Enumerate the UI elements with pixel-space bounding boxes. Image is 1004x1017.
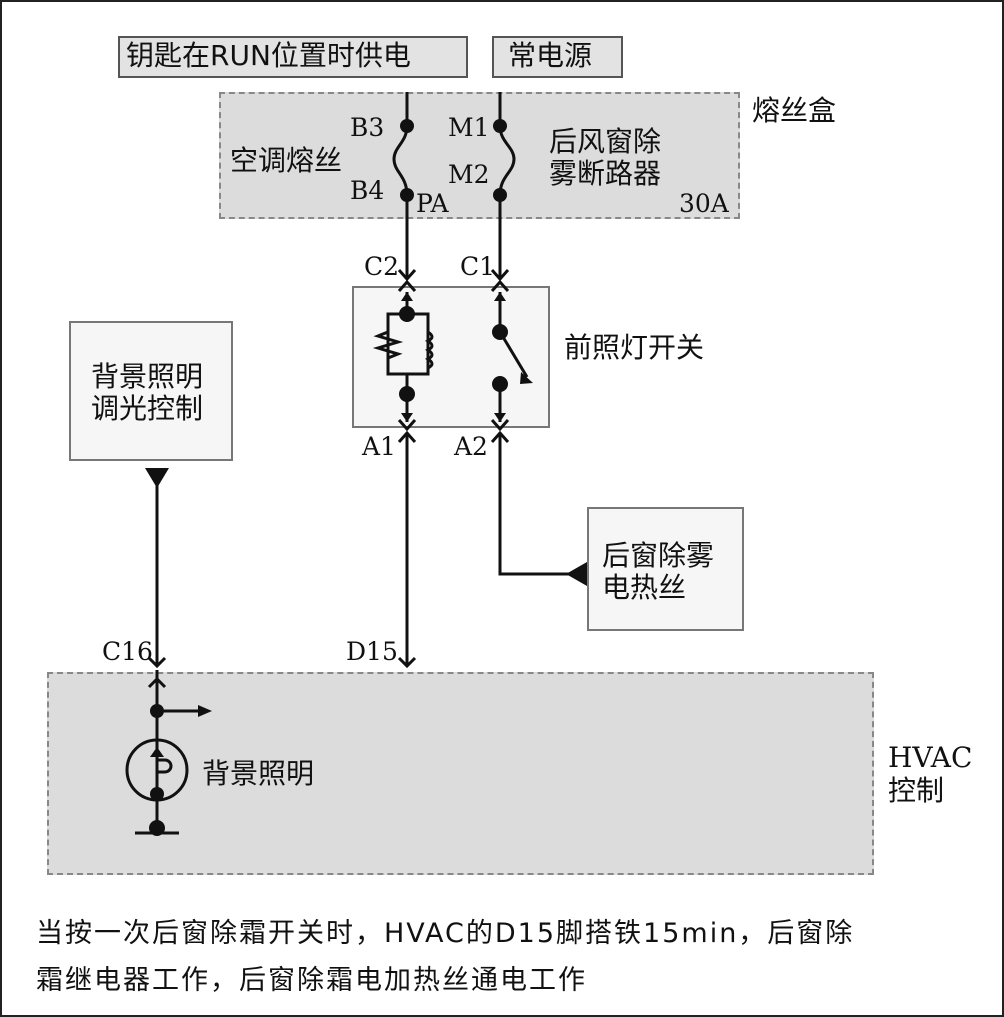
pin-a2: A2 bbox=[454, 432, 488, 461]
hvac-backlight-label: 背景照明 bbox=[202, 757, 315, 790]
hvac-label-1: HVAC bbox=[888, 741, 973, 774]
rear-defog-grid-box bbox=[587, 507, 744, 631]
dot-ground bbox=[149, 820, 165, 836]
defog-grid-input-arrow bbox=[566, 562, 587, 586]
fuse-box bbox=[219, 92, 740, 219]
pin-c16: C16 bbox=[102, 637, 153, 666]
connector-d15 bbox=[397, 656, 417, 669]
battery-label: 常电源 bbox=[508, 39, 593, 72]
connector-a2 bbox=[490, 419, 510, 432]
note-line-2: 霜继电器工作，后窗除霜电加热丝通电工作 bbox=[36, 965, 587, 996]
ac-fuse-label: 空调熔丝 bbox=[230, 144, 343, 177]
dot-switch-right-bottom bbox=[492, 376, 508, 392]
dot-m2 bbox=[493, 188, 507, 202]
note-line-1: 当按一次后窗除霜开关时，HVAC的D15脚搭铁15min，后窗除 bbox=[36, 918, 855, 949]
breaker-symbol bbox=[498, 125, 516, 196]
ac-fuse-symbol bbox=[392, 125, 409, 196]
hvac-label-2: 控制 bbox=[888, 774, 945, 807]
rear-defog-grid-label-2: 电热丝 bbox=[602, 571, 687, 604]
rear-defog-breaker-label-2: 雾断路器 bbox=[549, 157, 662, 190]
run-power-label: 钥匙在RUN位置时供电 bbox=[126, 39, 411, 72]
pin-b4: B4 bbox=[350, 176, 385, 205]
arrow-a2-inside bbox=[494, 413, 506, 422]
pin-pa: PA bbox=[416, 189, 449, 218]
backlight-dimmer-label-1: 背景照明 bbox=[91, 360, 204, 393]
arrow-c1-inside bbox=[494, 292, 506, 301]
explanation-note: 当按一次后窗除霜开关时，HVAC的D15脚搭铁15min，后窗除 霜继电器工作，… bbox=[36, 910, 986, 1004]
pin-c1: C1 bbox=[460, 252, 496, 281]
fuse-box-title: 熔丝盒 bbox=[752, 94, 837, 127]
dot-b4 bbox=[400, 188, 414, 202]
rheostat-frame bbox=[386, 312, 409, 394]
lamp-p-glyph bbox=[157, 758, 173, 774]
arrow-c2-inside bbox=[401, 292, 413, 301]
switch-arrow-head bbox=[520, 372, 533, 384]
pin-a1: A1 bbox=[362, 432, 396, 461]
dot-b3 bbox=[400, 119, 414, 133]
connector-a1-lower bbox=[397, 430, 417, 443]
lamp-arrow-head bbox=[150, 747, 164, 757]
backlight-dimmer-label-2: 调光控制 bbox=[91, 392, 204, 425]
connector-c16 bbox=[147, 656, 167, 669]
switch-blade bbox=[498, 331, 529, 378]
pin-d15: D15 bbox=[346, 637, 398, 666]
wire-a2-to-defog-grid bbox=[498, 434, 570, 576]
dot-switch-right-top bbox=[492, 324, 508, 340]
connector-a1 bbox=[397, 419, 417, 432]
pin-b3: B3 bbox=[350, 113, 385, 142]
dot-lamp-bottom bbox=[150, 787, 164, 801]
coil-frame bbox=[407, 312, 430, 376]
pin-m1: M1 bbox=[448, 113, 490, 142]
breaker-rating: 30A bbox=[679, 189, 729, 218]
backlight-output-arrow bbox=[198, 705, 212, 717]
dot-switch-left-bottom bbox=[399, 386, 415, 402]
backlight-dimmer-box bbox=[69, 321, 233, 461]
connector-c2 bbox=[397, 269, 417, 282]
backlight-arrow-up bbox=[147, 676, 167, 689]
connector-c1-lower bbox=[490, 279, 510, 292]
connector-a2-lower bbox=[490, 430, 510, 443]
dot-m1 bbox=[493, 119, 507, 133]
coil-symbol bbox=[424, 330, 434, 370]
hvac-box bbox=[47, 672, 874, 875]
pin-m2: M2 bbox=[448, 160, 490, 189]
run-power-label-box bbox=[118, 36, 468, 78]
arrow-a1-inside bbox=[401, 413, 413, 422]
rheostat-symbol bbox=[372, 330, 404, 360]
dimmer-output-arrow bbox=[145, 468, 169, 488]
connector-c2-lower bbox=[397, 279, 417, 292]
dot-backlight-branch bbox=[150, 704, 164, 718]
headlamp-switch-label: 前照灯开关 bbox=[564, 331, 705, 364]
rear-defog-grid-label-1: 后窗除雾 bbox=[602, 539, 715, 572]
dot-switch-left-top bbox=[399, 306, 415, 322]
headlamp-switch-box bbox=[352, 286, 550, 428]
rear-defog-breaker-label-1: 后风窗除 bbox=[549, 125, 662, 158]
pin-c2: C2 bbox=[364, 252, 400, 281]
battery-label-box bbox=[492, 36, 623, 78]
connector-c1 bbox=[490, 269, 510, 282]
